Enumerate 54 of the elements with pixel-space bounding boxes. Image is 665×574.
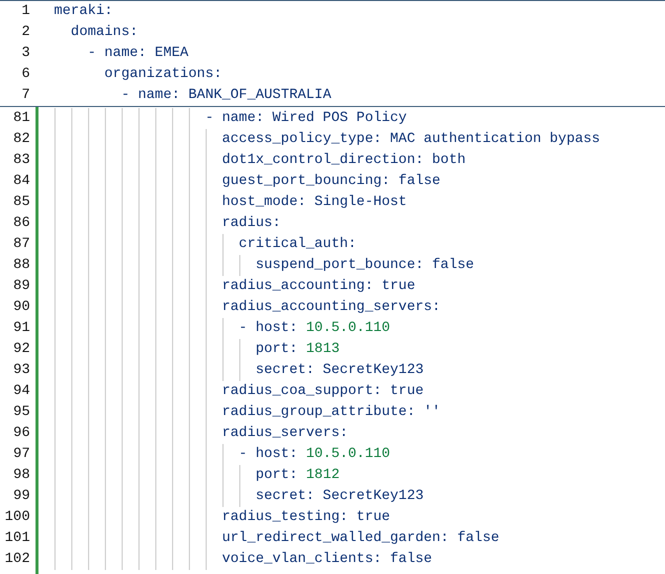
line-number: 88 (12, 256, 30, 275)
line-number: 91 (12, 319, 30, 338)
code-line: voice_vlan_clients: false (222, 550, 432, 569)
code-line: secret: SecretKey123 (256, 487, 424, 506)
code-line: radius_testing: true (222, 508, 390, 527)
line-number: 93 (12, 361, 30, 380)
code-line: guest_port_bouncing: false (222, 172, 440, 191)
code-line: port: 1813 (256, 340, 340, 359)
code-line: host_mode: Single-Host (222, 193, 407, 212)
code-line: port: 1812 (256, 466, 340, 485)
line-number: 84 (12, 172, 30, 191)
code-line: radius_group_attribute: '' (222, 403, 440, 422)
line-number: 87 (12, 235, 30, 254)
line-number: 100 (4, 508, 30, 527)
code-line: organizations: (104, 65, 222, 84)
line-number: 95 (12, 403, 30, 422)
line-number: 99 (12, 487, 30, 506)
code-line: critical_auth: (238, 235, 356, 254)
line-number: 90 (12, 298, 30, 317)
line-number: 6 (20, 65, 30, 84)
line-number: 1 (20, 2, 30, 21)
code-line: - host: 10.5.0.110 (238, 445, 390, 464)
line-number: 7 (20, 86, 30, 105)
code-line: radius: (222, 214, 281, 233)
line-number: 94 (12, 382, 30, 401)
code-line: radius_accounting: true (222, 277, 416, 296)
line-number: 83 (12, 151, 30, 170)
code-line: radius_accounting_servers: (222, 298, 440, 317)
code-line: - name: BANK_OF_AUSTRALIA (121, 86, 332, 105)
line-number: 86 (12, 214, 30, 233)
line-number: 98 (12, 466, 30, 485)
line-number: 102 (4, 550, 30, 569)
line-number: 101 (4, 529, 30, 548)
code-line: - host: 10.5.0.110 (238, 319, 390, 338)
code-line: domains: (70, 23, 138, 42)
line-number: 97 (12, 445, 30, 464)
code-line: meraki: (54, 2, 113, 21)
code-line: - name: Wired POS Policy (205, 109, 407, 128)
code-line: radius_coa_support: true (222, 382, 424, 401)
line-number: 96 (12, 424, 30, 443)
code-line: secret: SecretKey123 (256, 361, 424, 380)
code-line: suspend_port_bounce: false (256, 256, 474, 275)
line-number: 82 (12, 130, 30, 149)
code-line: url_redirect_walled_garden: false (222, 529, 500, 548)
line-number: 2 (20, 23, 30, 42)
code-line: dot1x_control_direction: both (222, 151, 466, 170)
line-number: 3 (20, 44, 30, 63)
line-number: 81 (12, 109, 30, 128)
code-line: radius_servers: (222, 424, 348, 443)
code-line: access_policy_type: MAC authentication bypass (222, 130, 600, 149)
line-number: 85 (12, 193, 30, 212)
line-number: 89 (12, 277, 30, 296)
line-number: 92 (12, 340, 30, 359)
code-line: - name: EMEA (88, 44, 188, 63)
